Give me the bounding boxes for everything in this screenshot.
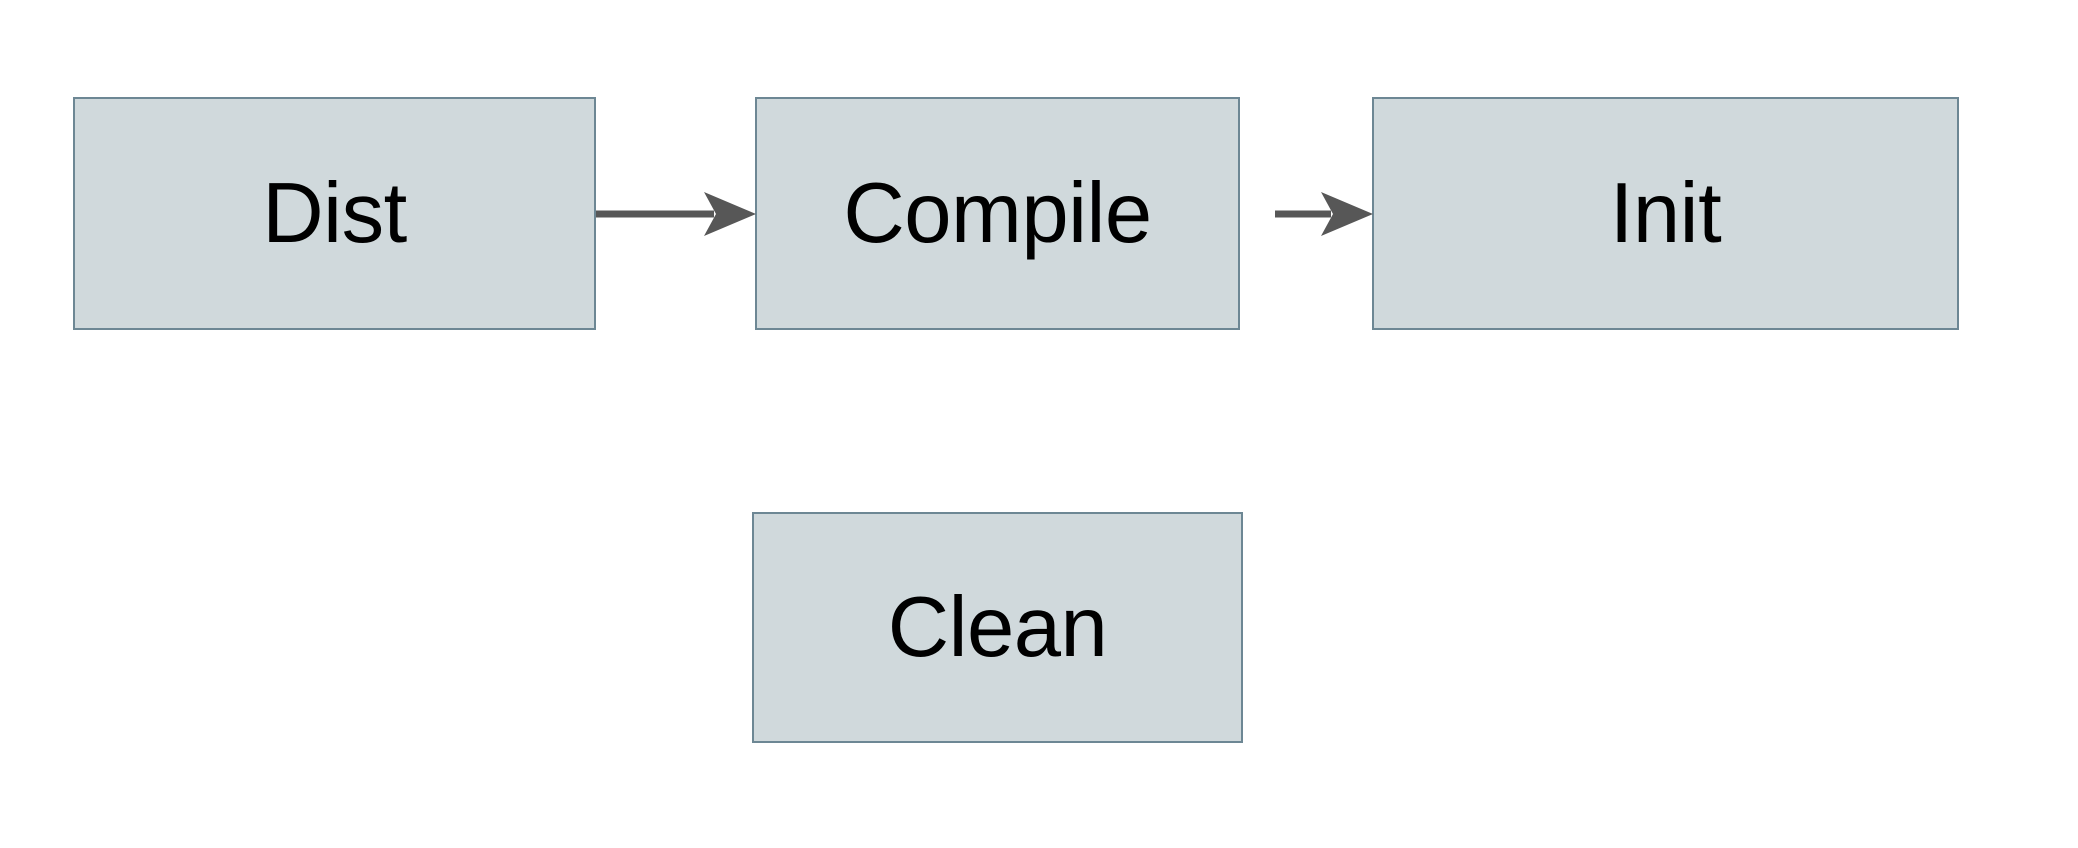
- node-init-label: Init: [1609, 166, 1722, 261]
- node-clean[interactable]: Clean: [752, 512, 1243, 743]
- node-compile[interactable]: Compile: [755, 97, 1240, 330]
- edge-dist-to-compile[interactable]: [596, 190, 756, 238]
- edge-compile-to-init[interactable]: [1240, 190, 1373, 238]
- arrowhead-icon: [704, 192, 756, 236]
- node-init[interactable]: Init: [1372, 97, 1959, 330]
- arrowhead-icon: [1321, 192, 1373, 236]
- node-dist[interactable]: Dist: [73, 97, 596, 330]
- node-dist-label: Dist: [262, 166, 407, 261]
- node-clean-label: Clean: [887, 580, 1108, 675]
- node-compile-label: Compile: [843, 166, 1152, 261]
